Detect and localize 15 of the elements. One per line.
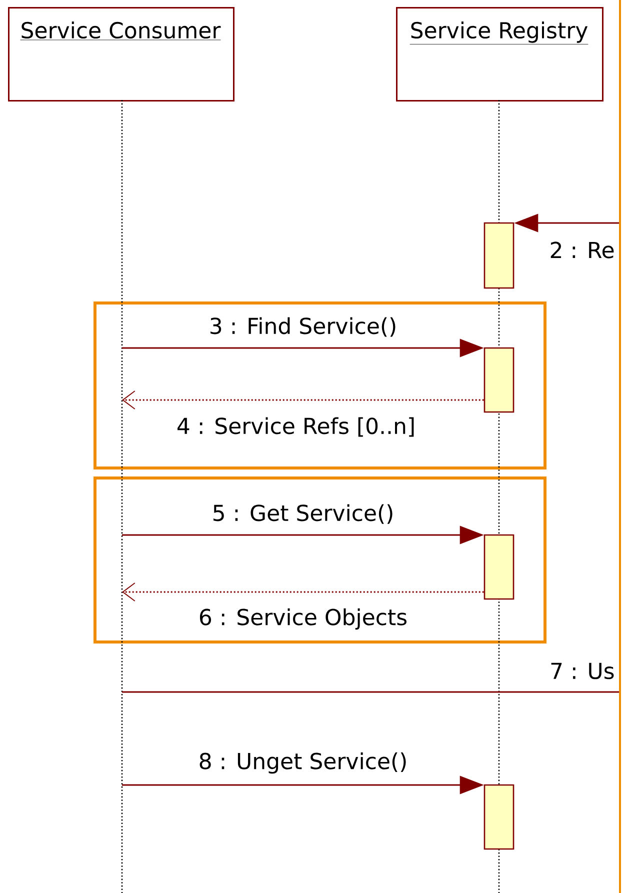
message-arrow [122,582,484,602]
message-arrow [122,390,484,410]
edge-label: 8 : Unget Service() [197,751,409,775]
edge-label: 4 : Service Refs [0..n] [175,416,417,438]
participant-box: Service Registry [396,7,604,102]
participant-box: Service Consumer [8,7,234,102]
activation-bar [484,347,514,413]
edge-label: 7 : Us [548,662,616,680]
activation-bar [484,534,514,600]
edge-label: 6 : Service Objects [197,607,409,631]
edge-label: 3 : Find Service() [208,316,398,338]
activation-bar [484,784,514,850]
edge-label: 5 : Get Service() [210,503,396,525]
activation-bar [484,222,514,289]
edge-label: 2 : Re [548,240,616,260]
